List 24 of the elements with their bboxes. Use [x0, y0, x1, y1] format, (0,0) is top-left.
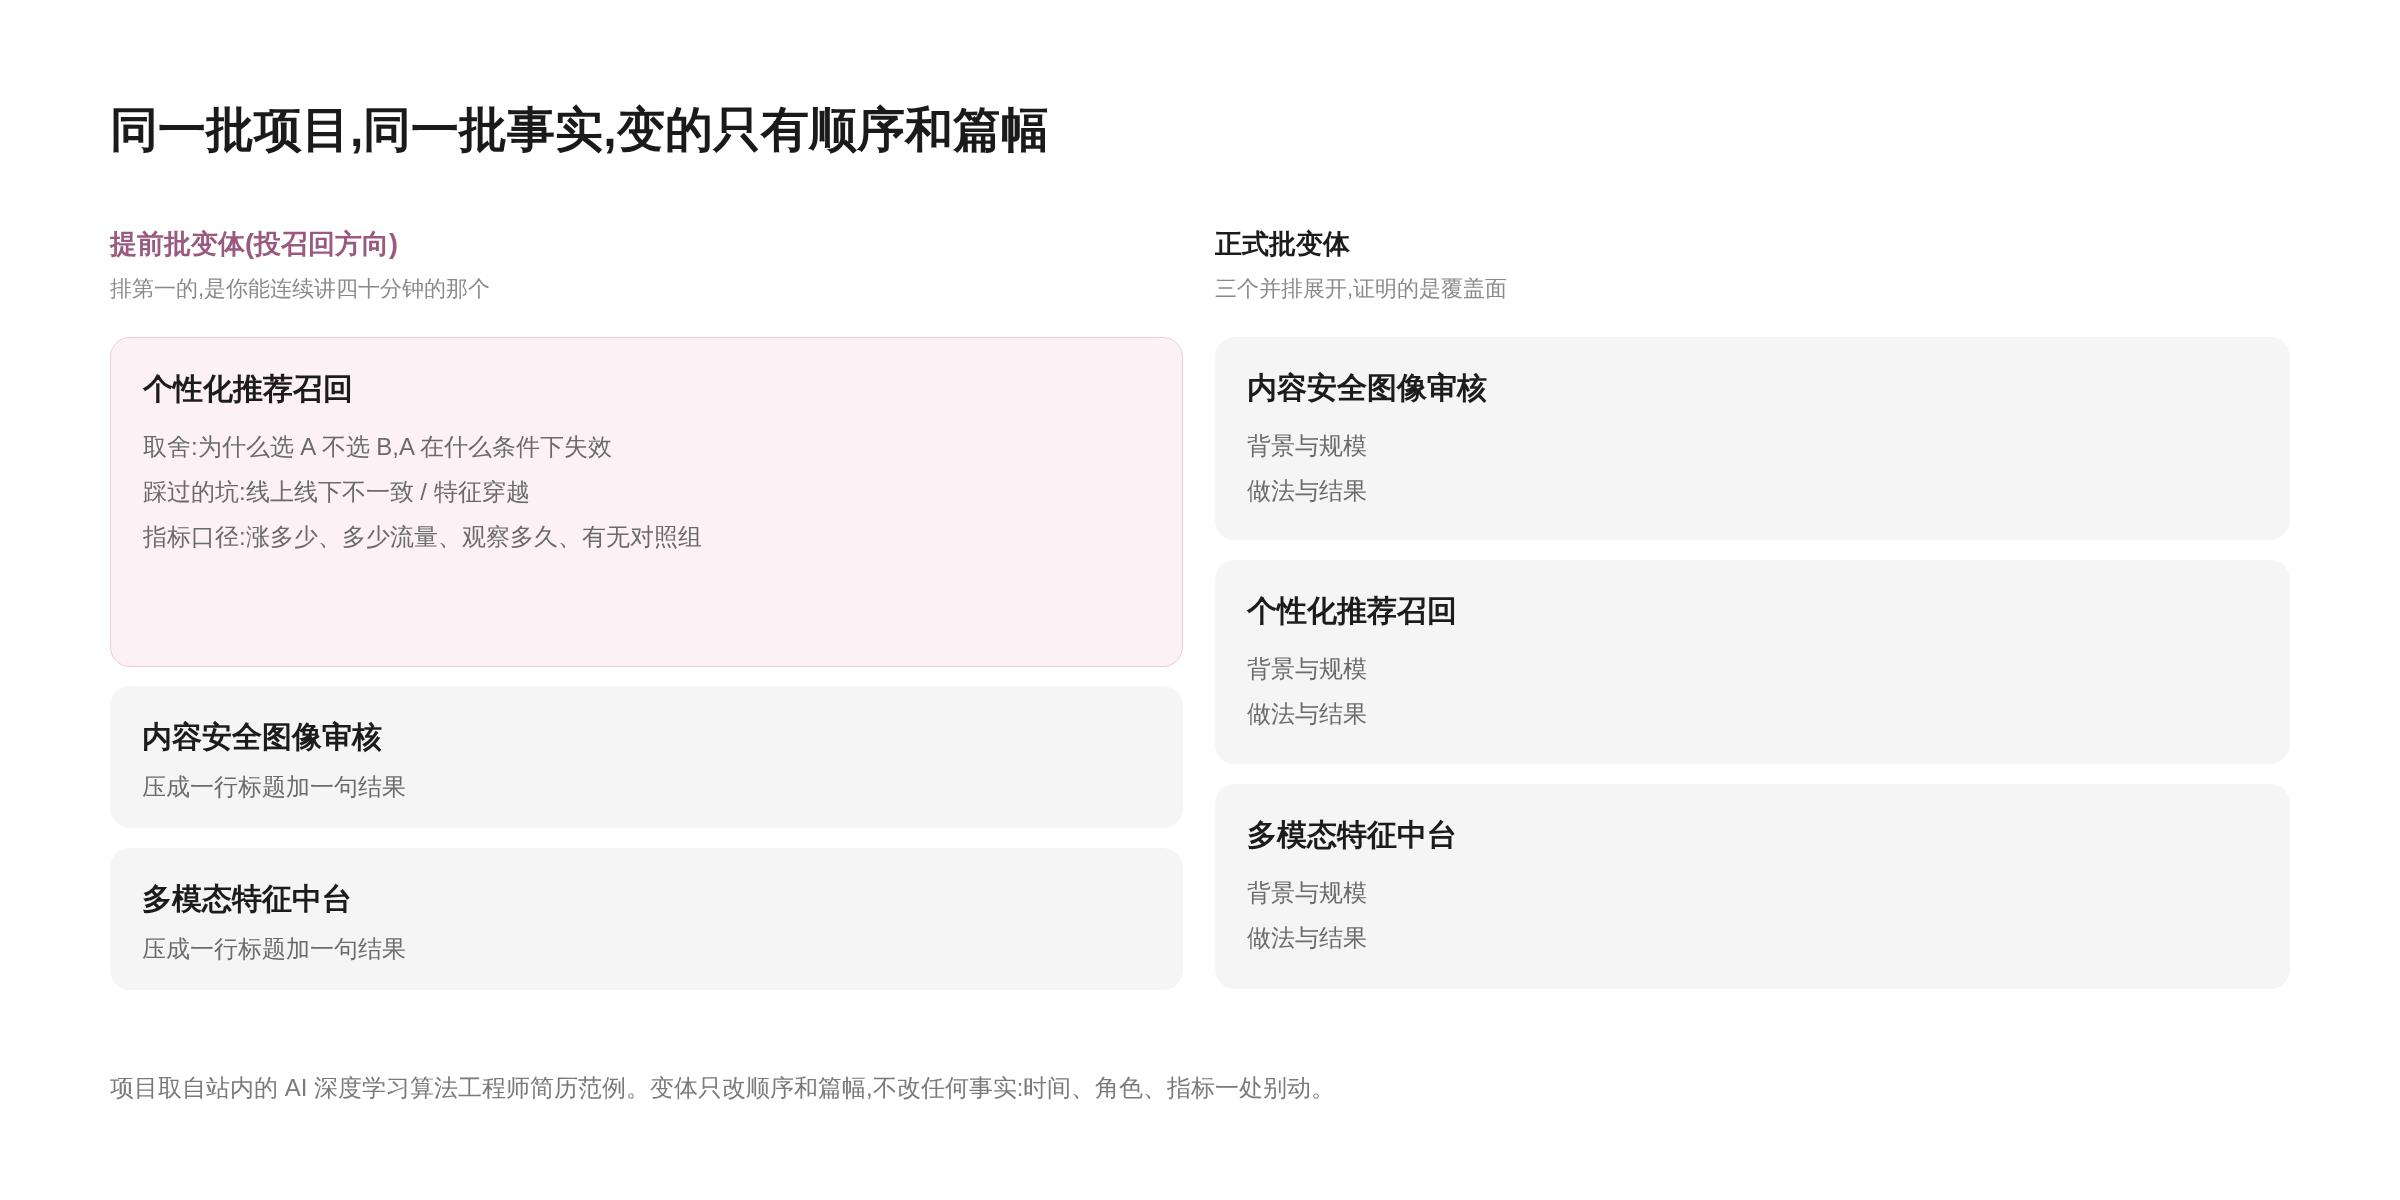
- page-title: 同一批项目,同一批事实,变的只有顺序和篇幅: [110, 101, 1049, 158]
- card-heading: 内容安全图像审核: [1247, 370, 1487, 406]
- card-text: 背景与规模: [1247, 878, 1367, 908]
- card-text: 做法与结果: [1247, 476, 1367, 506]
- card-text: 做法与结果: [1247, 699, 1367, 729]
- card-text: 背景与规模: [1247, 654, 1367, 684]
- column-subtitle: 三个并排展开,证明的是覆盖面: [1215, 274, 1508, 303]
- column-subtitle: 排第一的,是你能连续讲四十分钟的那个: [110, 274, 491, 303]
- column-heading: 正式批变体: [1215, 228, 1350, 262]
- card-heading: 内容安全图像审核: [142, 719, 382, 755]
- card-text: 做法与结果: [1247, 923, 1367, 953]
- card-text: 背景与规模: [1247, 431, 1367, 461]
- card-heading: 多模态特征中台: [142, 881, 352, 917]
- column-heading: 提前批变体(投召回方向): [110, 228, 398, 262]
- caption: 项目取自站内的 AI 深度学习算法工程师简历范例。变体只改顺序和篇幅,不改任何事实:时间、角色、指标一处别动。: [110, 1073, 1336, 1104]
- card-heading: 个性化推荐召回: [1247, 593, 1457, 629]
- card-text: 指标口径:涨多少、多少流量、观察多久、有无对照组: [143, 522, 702, 552]
- card-heading: 多模态特征中台: [1247, 817, 1457, 853]
- highlighted-card: [110, 337, 1183, 667]
- card-text: 踩过的坑:线上线下不一致 / 特征穿越: [143, 477, 530, 507]
- card-text: 取舍:为什么选 A 不选 B,A 在什么条件下失效: [143, 432, 613, 462]
- card-text: 压成一行标题加一句结果: [142, 934, 406, 964]
- card-text: 压成一行标题加一句结果: [142, 772, 406, 802]
- card-heading: 个性化推荐召回: [143, 371, 353, 407]
